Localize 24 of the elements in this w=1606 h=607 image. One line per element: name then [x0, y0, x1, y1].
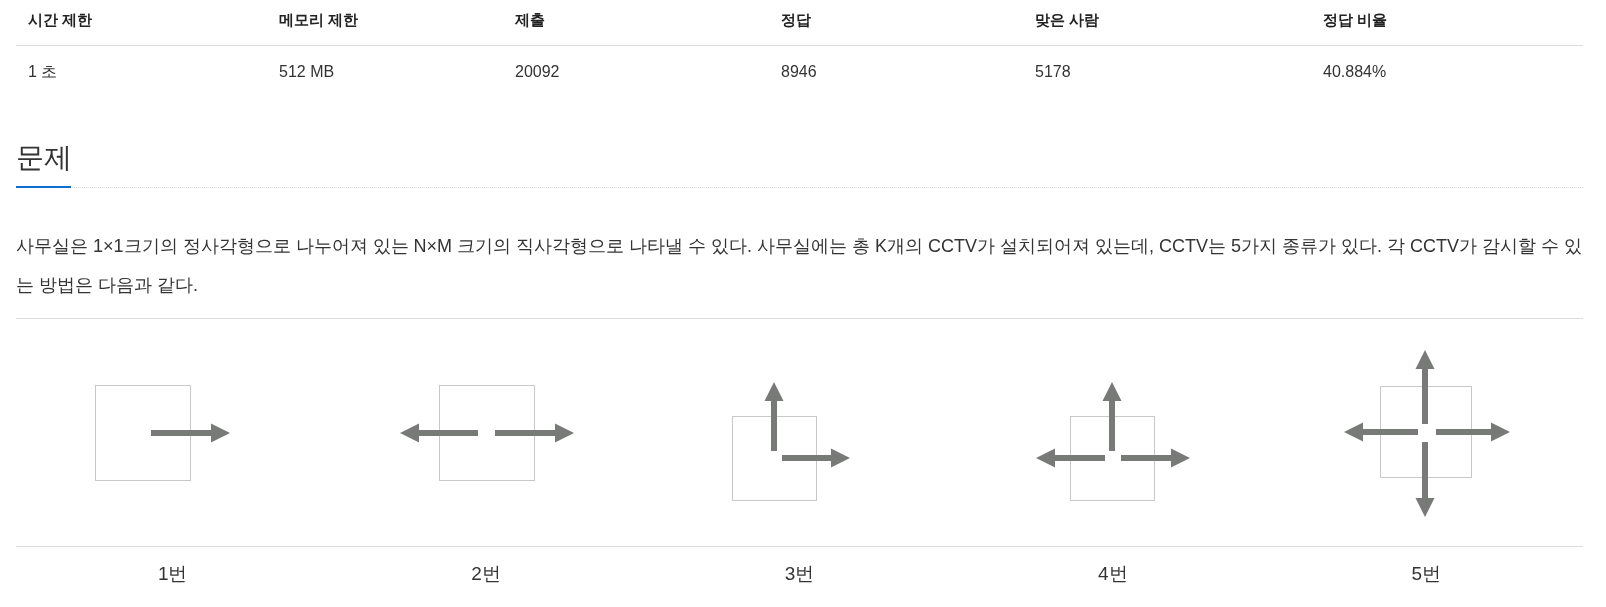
figure-caption: 1번: [157, 562, 188, 586]
table-cell: 1 초: [28, 62, 58, 82]
column-header: 제출: [515, 10, 545, 30]
figure-caption: 2번: [471, 562, 501, 586]
grid-square: [732, 416, 817, 501]
grid-square: [1380, 386, 1472, 478]
figure-caption: 3번: [784, 562, 815, 586]
grid-square: [1070, 416, 1155, 501]
table-cell: 8946: [781, 62, 817, 82]
grid-square: [439, 385, 535, 481]
problem-paragraph: 사무실은 1×1크기의 정사각형으로 나누어져 있는 N×M 크기의 직사각형으로 나타낼 수 있다. 사무실에는 총 K개의 CCTV가 설치되어져 있는데, CCTV는 5가지 종류가 있다. 각 CCTV가 감시할 수 있는 방법은 다음과 같다.: [16, 235, 1583, 297]
column-header: 맞은 사람: [1035, 10, 1100, 30]
figure-caption: 5번: [1411, 562, 1442, 586]
column-header: 정답 비율: [1323, 10, 1388, 30]
table-cell: 40.884%: [1323, 62, 1387, 82]
column-header: 메모리 제한: [279, 10, 359, 30]
column-header: 정답: [781, 10, 811, 30]
table-cell: 5178: [1035, 62, 1071, 82]
grid-square: [95, 385, 191, 481]
column-header: 시간 제한: [28, 10, 93, 30]
figure-caption: 4번: [1098, 562, 1128, 586]
table-cell: 512 MB: [279, 62, 335, 82]
section-heading: 문제: [16, 141, 72, 175]
table-cell: 20092: [515, 62, 560, 82]
